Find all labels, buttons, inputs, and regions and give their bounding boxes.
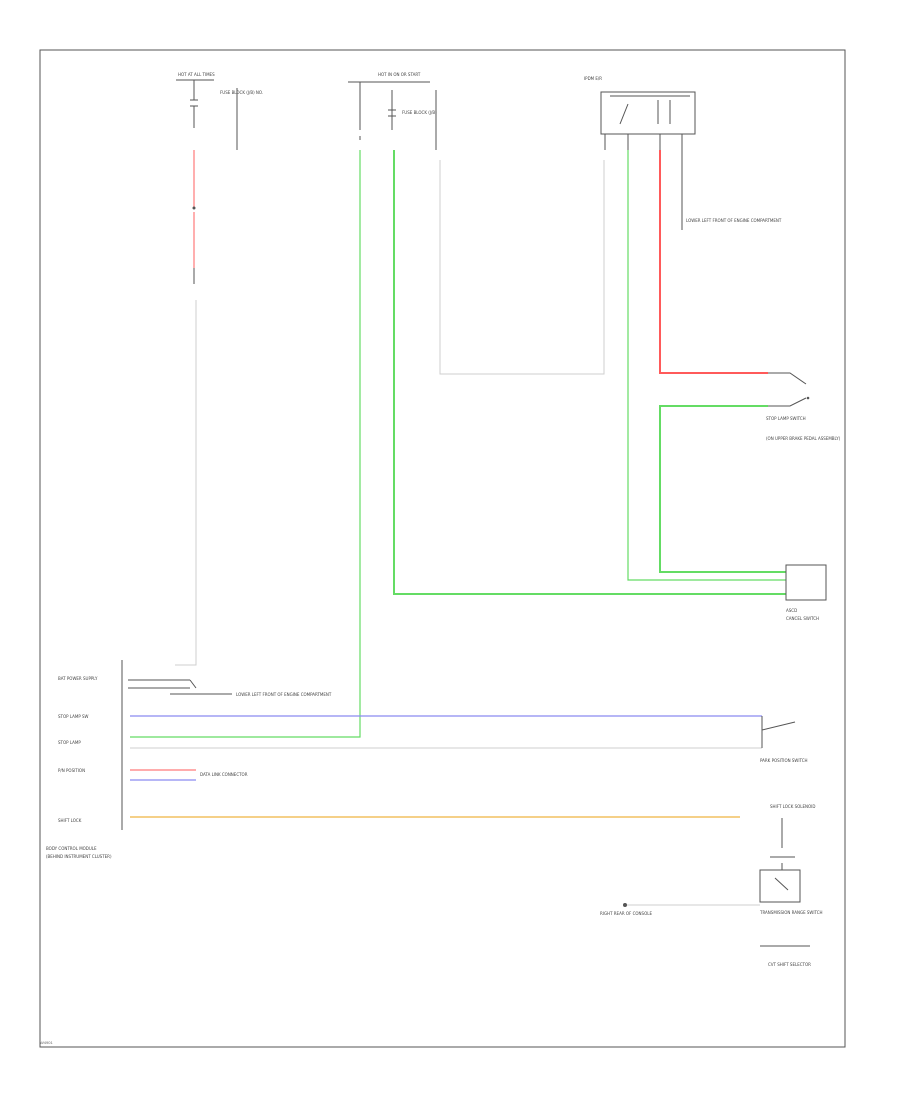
svg-text:ASCD: ASCD bbox=[786, 608, 797, 613]
green-wire-ipdm-to-lds bbox=[627, 150, 786, 581]
green-wire-fuse2-to-bcm bbox=[130, 150, 361, 738]
svg-text:BAT POWER SUPPLY: BAT POWER SUPPLY bbox=[58, 676, 98, 681]
ipdm-relay: IPDM E/R bbox=[584, 76, 696, 150]
fuse-block-2: HOT IN ON OR START FUSE BLOCK (J/B) bbox=[348, 72, 437, 150]
svg-text:IPDM E/R: IPDM E/R bbox=[584, 76, 602, 81]
svg-text:DATA LINK CONNECTOR: DATA LINK CONNECTOR bbox=[200, 772, 248, 777]
transmission-range-switch: TRANSMISSION RANGE SWITCH bbox=[759, 869, 823, 915]
cancel-switch: ASCD CANCEL SWITCH bbox=[785, 564, 827, 621]
svg-text:FUSE BLOCK (J/B): FUSE BLOCK (J/B) bbox=[402, 110, 437, 115]
svg-text:SHIFT LOCK: SHIFT LOCK bbox=[58, 818, 82, 823]
shift-lock-solenoid: SHIFT LOCK SOLENOID bbox=[770, 804, 815, 870]
svg-text:HOT AT ALL TIMES: HOT AT ALL TIMES bbox=[178, 72, 215, 77]
svg-text:PARK POSITION SWITCH: PARK POSITION SWITCH bbox=[760, 758, 808, 763]
svg-text:LOWER LEFT FRONT OF ENGINE COM: LOWER LEFT FRONT OF ENGINE COMPARTMENT bbox=[686, 218, 782, 223]
svg-text:STOP LAMP: STOP LAMP bbox=[58, 740, 81, 745]
svg-text:STOP LAMP SW: STOP LAMP SW bbox=[58, 714, 89, 719]
svg-text:HOT IN ON OR START: HOT IN ON OR START bbox=[378, 72, 421, 77]
svg-text:LOWER LEFT FRONT OF ENGINE COM: LOWER LEFT FRONT OF ENGINE COMPARTMENT bbox=[236, 692, 332, 697]
svg-text:(BEHIND INSTRUMENT CLUSTER): (BEHIND INSTRUMENT CLUSTER) bbox=[46, 854, 112, 859]
cvt-shift-selector-label: CVT SHIFT SELECTOR bbox=[768, 962, 811, 967]
gray-wire-ipdm-left bbox=[439, 160, 605, 375]
svg-text:SHIFT LOCK SOLENOID: SHIFT LOCK SOLENOID bbox=[770, 804, 815, 809]
svg-text:TRANSMISSION RANGE SWITCH: TRANSMISSION RANGE SWITCH bbox=[759, 910, 823, 915]
body-control-module: BAT POWER SUPPLY STOP LAMP SW STOP LAMP … bbox=[46, 660, 123, 859]
diagram-frame bbox=[39, 49, 846, 1048]
stop-lamp-switch: STOP LAMP SWITCH (ON UPPER BRAKE PEDAL A… bbox=[766, 372, 841, 441]
figure-id: W4901 bbox=[40, 1040, 53, 1045]
park-position-switch: PARK POSITION SWITCH bbox=[760, 716, 808, 763]
svg-text:STOP LAMP SWITCH: STOP LAMP SWITCH bbox=[766, 416, 806, 421]
svg-text:BODY CONTROL MODULE: BODY CONTROL MODULE bbox=[46, 846, 97, 851]
svg-text:RIGHT REAR OF CONSOLE: RIGHT REAR OF CONSOLE bbox=[600, 911, 652, 916]
svg-text:FUSE BLOCK (J/B) NO.: FUSE BLOCK (J/B) NO. bbox=[220, 90, 263, 95]
green-wire-stop-lamp-out bbox=[659, 405, 786, 573]
svg-text:(ON UPPER BRAKE PEDAL ASSEMBLY: (ON UPPER BRAKE PEDAL ASSEMBLY) bbox=[766, 436, 841, 441]
fuse-block-1: HOT AT ALL TIMES FUSE BLOCK (J/B) NO. bbox=[176, 72, 263, 150]
svg-text:CANCEL SWITCH: CANCEL SWITCH bbox=[786, 616, 819, 621]
green-wire-fuse2-to-lds bbox=[393, 150, 786, 595]
red-wire-stop-lamp bbox=[659, 150, 768, 374]
svg-text:P/N POSITION: P/N POSITION bbox=[58, 768, 85, 773]
gray-wire-bcm-power bbox=[175, 300, 197, 666]
